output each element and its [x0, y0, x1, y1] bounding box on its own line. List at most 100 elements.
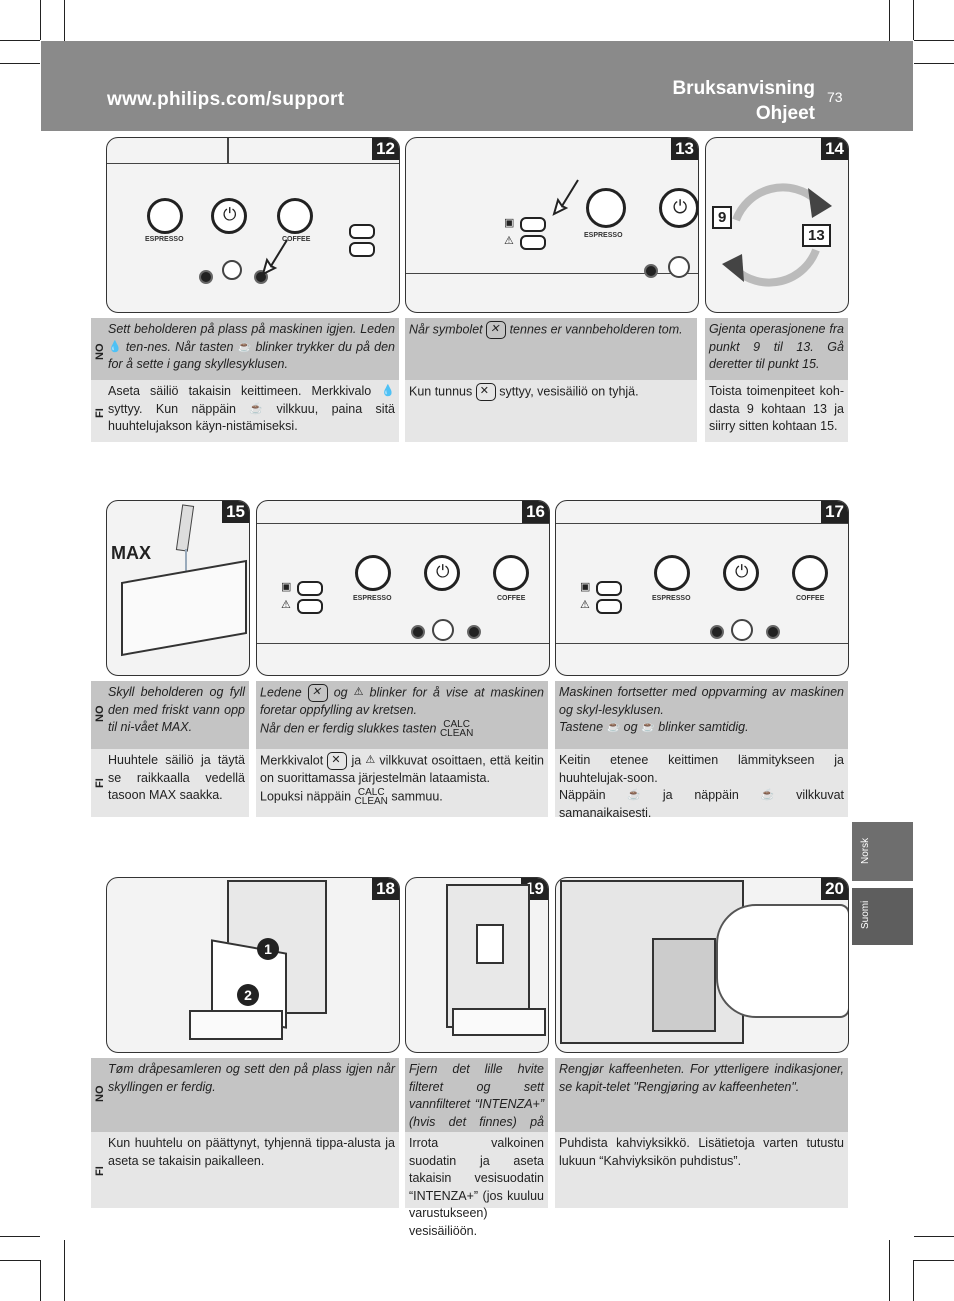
indicator-dot	[467, 625, 481, 639]
espresso-label: ESPRESSO	[145, 236, 184, 243]
step-13-caption-no: Når symbolet tennes er vannbeholderen to…	[405, 318, 697, 380]
power-icon: ⏻	[223, 205, 237, 224]
step-19-caption-no: Fjern det lille hvite filteret og sett v…	[405, 1058, 548, 1164]
lang-label-fi: FI	[94, 778, 106, 788]
step-12-caption-fi: Aseta säiliö takaisin keittimeen. Merkki…	[91, 380, 399, 442]
espresso-label: ESPRESSO	[652, 595, 691, 602]
step-20-illustration: 20	[555, 877, 849, 1053]
crop-mark	[64, 0, 65, 62]
step-number: 17	[821, 501, 848, 523]
crop-mark	[0, 1260, 40, 1261]
lang-label-no: NO	[94, 705, 106, 723]
lang-label-no: NO	[94, 343, 106, 361]
calc-clean-button	[668, 256, 690, 278]
step-17-caption-no: Maskinen fortsetter med oppvarming av ma…	[555, 681, 848, 749]
page-header: www.philips.com/support Bruksanvisning O…	[41, 41, 913, 131]
step-12-caption-no: Sett beholderen på plass på maskinen igj…	[91, 318, 399, 380]
step-number: 20	[821, 878, 848, 900]
water-tank-icon: ▣	[580, 581, 591, 593]
water-drops-icon: 💧	[108, 340, 122, 353]
crop-mark	[913, 0, 914, 40]
espresso-label: ESPRESSO	[353, 595, 392, 602]
crop-mark	[0, 1236, 40, 1237]
espresso-label: ESPRESSO	[584, 232, 623, 239]
crop-mark	[914, 1260, 954, 1261]
hand	[716, 904, 848, 1018]
arrow-icon	[552, 179, 579, 216]
water-empty-icon	[307, 684, 328, 702]
step-15-illustration: 15 MAX	[106, 500, 250, 676]
brew-group	[652, 938, 716, 1032]
coffee-memo-icon: ☕	[641, 721, 655, 733]
coffee-button	[792, 555, 828, 591]
water-empty-led	[520, 217, 546, 232]
side-tab-suomi: Suomi	[852, 888, 913, 945]
alarm-led	[596, 599, 622, 614]
step-16-illustration: 16 ▣ ⚠ ESPRESSO ⏻ COFFEE	[256, 500, 550, 676]
max-label: MAX	[111, 543, 151, 563]
manual-title-norsk: Bruksanvisning	[672, 78, 815, 99]
indicator-dot	[411, 625, 425, 639]
step-number: 12	[372, 138, 399, 160]
power-icon: ⏻	[735, 562, 749, 581]
lang-label-fi: FI	[94, 1166, 106, 1176]
manual-title-suomi: Ohjeet	[755, 103, 815, 124]
warning-icon: ⚠	[353, 686, 364, 699]
coffee-memo-icon: ☕	[760, 789, 775, 801]
step-15-caption-no: Skyll beholderen og fyll den med friskt …	[91, 681, 249, 749]
step-number: 15	[222, 501, 249, 523]
power-button: ⏻	[723, 555, 759, 591]
espresso-button	[586, 188, 626, 228]
step-number: 16	[522, 501, 549, 523]
water-tank-icon: ▣	[504, 217, 515, 229]
water-empty-icon	[486, 321, 507, 339]
step-17-illustration: 17 ▣ ⚠ ESPRESSO ⏻ COFFEE	[555, 500, 849, 676]
step-18-illustration: 18 1 2	[106, 877, 400, 1053]
warning-icon: ⚠	[580, 599, 590, 611]
arrow-icon	[261, 239, 288, 276]
espresso-button	[355, 555, 391, 591]
step-17-caption-fi: Keitin etenee keittimen lämmitykseen ja …	[555, 749, 848, 820]
marker-2: 2	[237, 984, 259, 1006]
crop-mark	[914, 63, 954, 64]
step-number: 14	[821, 138, 848, 160]
calc-clean-button	[731, 619, 753, 641]
step-15-caption-fi: Huuhtele säiliö ja täytä se raikkaalla v…	[91, 749, 249, 817]
power-button: ⏻	[659, 188, 698, 228]
coffee-label: COFFEE	[282, 236, 311, 243]
coffee-button	[277, 198, 313, 234]
led-indicator	[349, 224, 375, 239]
coffee-spout	[476, 924, 504, 964]
warning-icon: ⚠	[504, 235, 514, 247]
indicator-dot	[710, 625, 724, 639]
espresso-memo-icon: ☕	[627, 789, 642, 801]
indicator-dot	[199, 270, 213, 284]
memo-cup-icon: ☕	[237, 340, 252, 353]
step-19-illustration: 19	[405, 877, 549, 1053]
side-tab-norsk: Norsk	[852, 822, 913, 881]
crop-mark	[64, 1240, 65, 1301]
page-number: 73	[827, 89, 843, 105]
step-9-badge: 9	[712, 206, 733, 229]
alarm-led	[520, 235, 546, 250]
water-tank-icon: ▣	[281, 581, 292, 593]
step-16-caption-no: Ledene og ⚠ blinker for å vise at maskin…	[256, 681, 548, 749]
repeat-cycle-icon	[722, 183, 832, 287]
memo-cup-icon: ☕	[249, 402, 264, 415]
crop-mark	[914, 40, 954, 41]
calc-clean-button	[222, 260, 242, 280]
coffee-button	[493, 555, 529, 591]
water-empty-led	[297, 581, 323, 596]
step-20-caption-no: Rengjør kaffeenheten. For ytterligere in…	[555, 1058, 848, 1132]
step-16-caption-fi: Merkkivalot ja ⚠ vilkkuvat osoittaen, et…	[256, 749, 548, 817]
calc-clean-button	[432, 619, 454, 641]
support-url[interactable]: www.philips.com/support	[107, 89, 345, 110]
step-13-badge: 13	[802, 224, 831, 247]
water-empty-icon	[475, 383, 496, 401]
crop-mark	[0, 40, 40, 41]
power-icon: ⏻	[436, 562, 450, 581]
step-18-caption-no: Tøm dråpesamleren og sett den på plass i…	[91, 1058, 399, 1132]
water-drops-icon: 💧	[381, 385, 395, 397]
crop-mark	[40, 0, 41, 40]
